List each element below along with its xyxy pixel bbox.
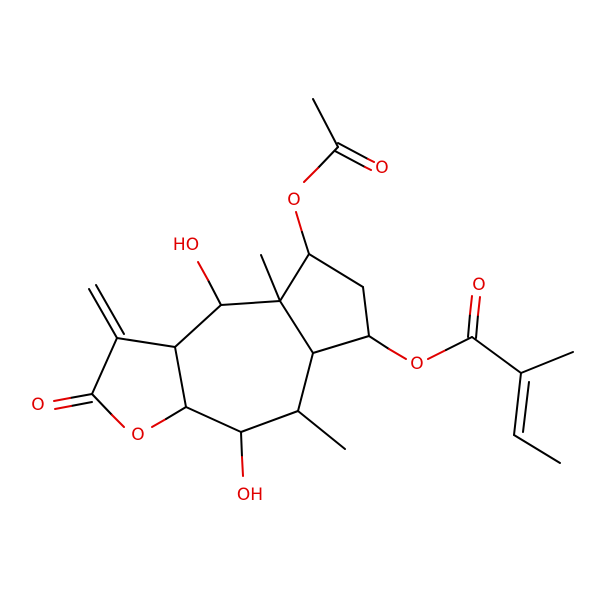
atom-label-angelate-ester-o: O: [410, 354, 423, 374]
bond-c11-c12: [240, 410, 299, 433]
bond-carbonyl-b-red: [477, 296, 481, 316]
bond-c9-c8: [116, 337, 176, 348]
bond-c4-c3: [279, 300, 314, 354]
bond-c10-c11: [185, 406, 242, 433]
bond-oring-c10-red: [151, 418, 167, 428]
bond-c1-oh-red: [197, 261, 209, 281]
bond-c3-c1: [220, 300, 281, 306]
bond-c3-c7: [279, 253, 310, 302]
bond-acetyl-c-o-red: [303, 167, 319, 183]
cyclopentane-ring: [260, 253, 370, 354]
atom-label-hydroxyl-bottom: OH: [237, 485, 263, 505]
bond-c3-methyl: [260, 254, 281, 302]
bond-c5-o-red: [388, 348, 407, 360]
bond-c5-o: [368, 335, 390, 350]
bond-acetyl-carbonyl-b-o: [364, 166, 372, 171]
bond-exomethylene-b: [95, 284, 125, 335]
bond-acetyl-o-c7-black: [301, 231, 310, 255]
bond-o-carbonylc-red: [427, 349, 447, 360]
atom-label-hydroxyl-top: HO: [173, 235, 199, 255]
bond-exomethylene-a: [88, 288, 118, 339]
bond-acetyl-c-o: [317, 146, 339, 169]
bond-c2-o-carbonyl-a-red: [53, 397, 71, 402]
atom-label-angelate-carbonyl-o: O: [472, 275, 485, 295]
bond-carbonylc-calpha: [471, 336, 522, 374]
bond-c12-methyl: [297, 410, 346, 450]
bond-c2-o-carbonyl-a: [69, 393, 93, 399]
bond-c2-o-carbonyl-b: [70, 401, 93, 407]
bond-c6-c5: [362, 286, 370, 337]
angelate-ester-group: [368, 295, 574, 464]
bond-carbonyl-b: [475, 314, 479, 339]
bond-o-carbonylc: [445, 336, 473, 351]
atom-label-acetyl-carbonyl-o: O: [375, 158, 388, 178]
bond-calpha-methyl: [520, 351, 574, 374]
bond-c1-oh: [207, 279, 222, 306]
bond-acetyl-methyl: [312, 98, 339, 148]
bond-cbeta-methyl: [513, 434, 561, 464]
bond-c2-oring: [91, 393, 113, 416]
bond-c11-oh-red: [241, 456, 244, 477]
atom-label-lactone-ring-o: O: [131, 425, 144, 445]
bond-c1-c9: [174, 304, 222, 348]
atom-labels: O O HO O O O O OH: [31, 158, 485, 505]
bond-c5-c4: [312, 335, 370, 354]
bond-oring-c10: [165, 406, 187, 420]
bond-calpha-cbeta-b: [522, 381, 530, 433]
bond-acetyl-carbonyl-a: [337, 142, 369, 160]
atom-label-lactone-carbonyl-o: O: [31, 395, 44, 415]
bond-c11-oh: [240, 431, 243, 458]
acetate-group: [295, 98, 375, 255]
lactone-ring: [53, 284, 187, 428]
bond-acetyl-o-c7: [295, 211, 303, 233]
bond-carbonyl-a-red: [469, 295, 473, 315]
bond-c2-o-carbonyl-b-red: [54, 405, 72, 410]
cycloheptane-ring: [174, 261, 346, 477]
bond-calpha-cbeta-a: [513, 372, 522, 436]
bond-carbonyl-a: [467, 313, 471, 338]
bond-c9-c10: [174, 346, 187, 408]
atom-label-acetyl-ester-o: O: [287, 190, 300, 210]
bond-acetyl-carbonyl-b: [334, 150, 366, 168]
bond-c2-oring-red: [111, 414, 125, 428]
bond-c7-c6: [308, 253, 364, 288]
bond-c12-c4: [297, 352, 314, 412]
bond-c8-c2: [91, 337, 118, 395]
bond-acetyl-carbonyl-a-o: [367, 158, 375, 163]
